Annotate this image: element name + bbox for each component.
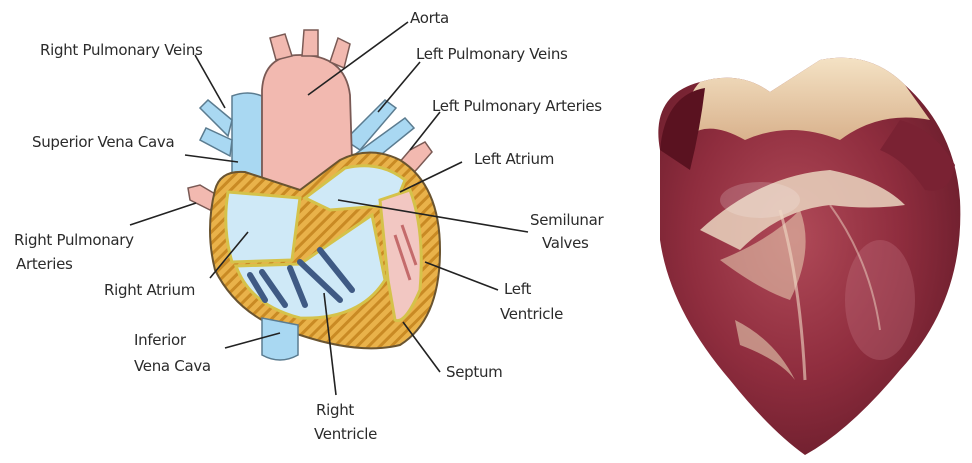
label-inferior: Inferior (134, 330, 186, 351)
label-aorta: Aorta (410, 8, 449, 29)
inferior-vena-cava-shape (262, 318, 298, 360)
label-right-atrium: Right Atrium (104, 280, 195, 301)
label-right-pulmonary-veins: Right Pulmonary Veins (40, 40, 203, 61)
label-superior-vena-cava: Superior Vena Cava (32, 132, 174, 153)
pointer-left-pulmonary-veins (378, 62, 420, 112)
pointer-septum (403, 322, 440, 372)
label-right: Right (316, 400, 354, 421)
label-vena-cava: Vena Cava (134, 356, 211, 377)
label-left-pulmonary-arteries: Left Pulmonary Arteries (432, 96, 602, 117)
label-left: Left (504, 279, 531, 300)
label-left-ventricle: Ventricle (500, 304, 563, 325)
label-valves: Valves (542, 233, 589, 254)
label-arteries: Arteries (16, 254, 73, 275)
label-left-atrium: Left Atrium (474, 149, 554, 170)
pointer-right-pulmonary-arteries (130, 203, 196, 225)
real-heart-illustration (658, 58, 960, 455)
label-septum: Septum (446, 362, 502, 383)
label-right-ventricle: Ventricle (314, 424, 377, 445)
heart-body (210, 153, 440, 349)
pointer-right-pulmonary-veins (195, 55, 225, 108)
label-semilunar: Semilunar (530, 210, 603, 231)
label-left-pulmonary-veins: Left Pulmonary Veins (416, 44, 568, 65)
label-right-pulmonary: Right Pulmonary (14, 230, 134, 251)
